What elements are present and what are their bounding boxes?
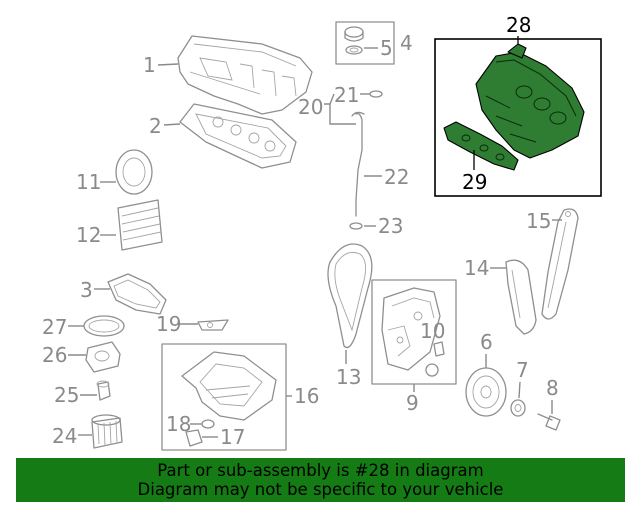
callout-29: 29 [462, 170, 487, 194]
callout-20: 20 [298, 95, 323, 119]
part-26-oil-cooler[interactable] [85, 341, 121, 373]
footer-banner: Part or sub-assembly is #28 in diagram D… [16, 458, 625, 502]
part-17-drain-plug[interactable] [185, 429, 203, 447]
footer-line-1: Part or sub-assembly is #28 in diagram [157, 461, 484, 480]
callout-25: 25 [54, 383, 79, 407]
leader-2 [163, 123, 181, 126]
part-23-o-ring[interactable] [349, 222, 363, 230]
callout-5: 5 [380, 36, 393, 60]
part-12-baffle[interactable] [117, 199, 163, 251]
callout-2: 2 [149, 114, 162, 138]
part-15-chain-tensioner-arm[interactable] [541, 208, 579, 320]
callout-12: 12 [76, 223, 101, 247]
part-7-washer[interactable] [510, 399, 526, 417]
part-4-box [335, 21, 395, 65]
callout-15: 15 [526, 209, 551, 233]
part-9-timing-cover[interactable] [381, 287, 441, 371]
part-16-oil-pan[interactable] [181, 351, 277, 421]
callout-7: 7 [516, 358, 529, 382]
callout-1: 1 [143, 53, 156, 77]
part-6-crankshaft-pulley[interactable] [465, 367, 507, 417]
callout-17: 17 [220, 425, 245, 449]
callout-14: 14 [464, 256, 489, 280]
part-25-nipple[interactable] [96, 380, 111, 401]
part-27-o-ring[interactable] [83, 315, 125, 337]
footer-line-2: Diagram may not be specific to your vehi… [137, 480, 504, 499]
callout-4: 4 [400, 31, 413, 55]
callout-6: 6 [480, 330, 493, 354]
part-18-washer[interactable] [201, 419, 215, 429]
part-1-valve-cover[interactable] [177, 35, 313, 115]
callout-11: 11 [76, 170, 101, 194]
callout-9: 9 [406, 391, 419, 415]
callout-8: 8 [546, 376, 559, 400]
part-10-seal[interactable] [425, 341, 445, 377]
callout-18: 18 [166, 412, 191, 436]
part-21-o-ring[interactable] [369, 90, 383, 98]
callout-19: 19 [156, 312, 181, 336]
callout-27: 27 [42, 315, 67, 339]
part-3-gasket[interactable] [107, 273, 167, 315]
part-28-intake-manifold[interactable] [475, 43, 585, 159]
part-8-crank-bolt[interactable] [537, 413, 561, 431]
callout-16: 16 [294, 384, 319, 408]
callout-24: 24 [52, 424, 77, 448]
callout-3: 3 [80, 278, 93, 302]
callout-28: 28 [506, 13, 531, 37]
leader-20 [324, 93, 356, 125]
callout-10: 10 [420, 319, 445, 343]
part-5-cap-seal[interactable] [345, 45, 363, 55]
callout-22: 22 [384, 165, 409, 189]
callout-21: 21 [334, 83, 359, 107]
part-16-box [161, 343, 287, 451]
part-22-dipstick-tube[interactable] [351, 111, 365, 217]
part-13-timing-chain[interactable] [327, 243, 373, 349]
leader-1 [157, 63, 179, 66]
leader-7 [518, 381, 521, 399]
callout-13: 13 [336, 365, 361, 389]
callout-23: 23 [378, 214, 403, 238]
part-4-filler-cap[interactable] [344, 26, 364, 42]
part-11-oil-seal[interactable] [115, 149, 153, 195]
part-24-oil-filter[interactable] [91, 414, 123, 449]
part-14-chain-guide[interactable] [505, 259, 537, 335]
part-2-valve-cover-gasket[interactable] [179, 103, 297, 169]
part-29-manifold-gasket[interactable] [443, 121, 519, 171]
part-19-bracket[interactable] [197, 319, 229, 331]
callout-26: 26 [42, 343, 67, 367]
